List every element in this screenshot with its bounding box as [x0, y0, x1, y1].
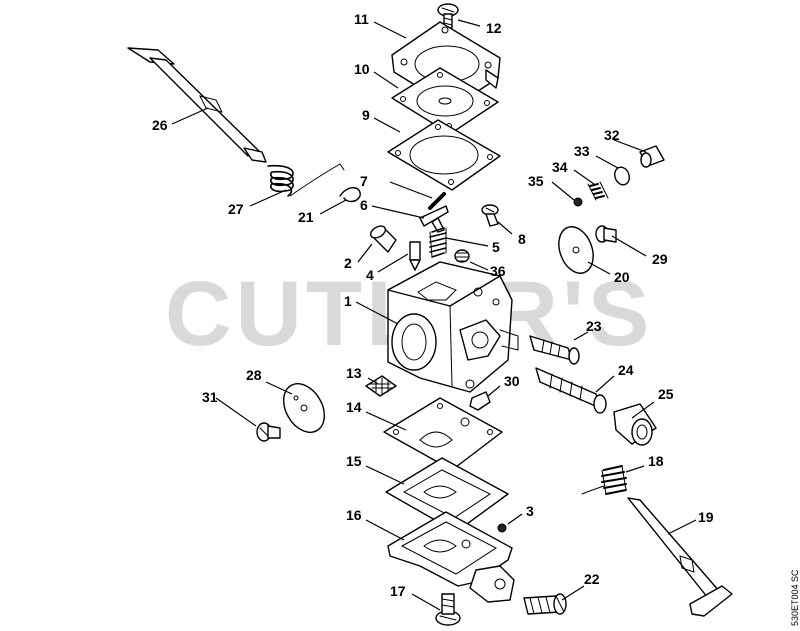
- callout-14: 14: [346, 399, 362, 415]
- callout-25: 25: [658, 386, 674, 402]
- part-10-diaphragm: [391, 67, 499, 135]
- part-7-pin: [428, 192, 446, 210]
- callout-labels: 1 2 3 4 5 6 7 8 9 10 11 12 13 14 15 16 1…: [152, 11, 714, 599]
- callout-23: 23: [586, 318, 602, 334]
- part-34-spring: [587, 181, 609, 201]
- callout-18: 18: [648, 453, 664, 469]
- part-35-ball: [573, 197, 583, 207]
- callout-20: 20: [614, 269, 630, 285]
- part-12-screw: [437, 3, 459, 29]
- part-18-spring: [581, 465, 627, 495]
- leader-lines: [171, 19, 697, 611]
- part-4-inlet-needle: [409, 241, 421, 271]
- part-6-lever: [419, 205, 449, 233]
- callout-11: 11: [354, 11, 369, 27]
- callout-13: 13: [346, 365, 362, 381]
- callout-28: 28: [246, 367, 262, 383]
- callout-16: 16: [346, 507, 362, 523]
- callout-34: 34: [552, 159, 568, 175]
- callout-8: 8: [518, 231, 526, 247]
- callout-15: 15: [346, 453, 362, 469]
- callout-1: 1: [344, 293, 352, 309]
- part-20-disc: [558, 226, 594, 274]
- callout-3: 3: [526, 503, 534, 519]
- part-32-cap: [639, 145, 665, 168]
- part-22-screw: [523, 593, 567, 615]
- part-5-spring: [429, 227, 447, 258]
- callout-19: 19: [698, 509, 714, 525]
- callout-35: 35: [528, 173, 544, 189]
- part-24-adjusting-screw: [535, 367, 607, 414]
- callout-7: 7: [360, 173, 368, 189]
- callout-33: 33: [574, 143, 590, 159]
- part-9-gasket: [387, 119, 501, 191]
- callout-21: 21: [298, 209, 314, 225]
- part-30-clip: [469, 391, 491, 411]
- callout-9: 9: [362, 107, 370, 123]
- part-33-o-ring: [614, 166, 630, 186]
- part-17-screw: [435, 593, 461, 626]
- part-16-pump-cover: [387, 511, 515, 603]
- callout-29: 29: [652, 251, 668, 267]
- part-3-check-ball: [497, 523, 507, 533]
- part-8-screw: [481, 204, 499, 227]
- part-29-screw: [595, 225, 617, 243]
- part-13-filter-screen: [365, 375, 397, 397]
- part-31-screw: [256, 422, 281, 442]
- part-14-pump-diaphragm: [383, 397, 503, 471]
- callout-5: 5: [492, 239, 500, 255]
- callout-12: 12: [486, 20, 502, 36]
- callout-6: 6: [360, 197, 368, 213]
- callout-26: 26: [152, 117, 168, 133]
- callout-2: 2: [344, 255, 352, 271]
- callout-31: 31: [202, 389, 218, 405]
- part-26-shaft: [127, 47, 267, 163]
- part-27-spring: [267, 163, 345, 197]
- callout-27: 27: [228, 201, 244, 217]
- part-25-limiter-cap: [613, 403, 657, 446]
- callout-36: 36: [490, 263, 506, 279]
- part-36-filter: [454, 249, 470, 263]
- callout-24: 24: [618, 362, 634, 378]
- part-19-shaft: [627, 497, 733, 617]
- drawing-code: 530ET004 SC: [790, 569, 800, 626]
- callout-10: 10: [354, 61, 370, 77]
- callout-30: 30: [504, 373, 520, 389]
- callout-22: 22: [584, 571, 600, 587]
- callout-32: 32: [604, 127, 620, 143]
- part-15-gasket: [385, 457, 509, 533]
- part-23-adjusting-screw: [529, 335, 580, 365]
- part-1-carburetor-body: [387, 261, 519, 393]
- callout-17: 17: [390, 583, 406, 599]
- callout-4: 4: [366, 267, 374, 283]
- part-2-plug: [369, 225, 397, 253]
- part-28-disc: [283, 383, 325, 433]
- part-21-clip: [339, 187, 361, 203]
